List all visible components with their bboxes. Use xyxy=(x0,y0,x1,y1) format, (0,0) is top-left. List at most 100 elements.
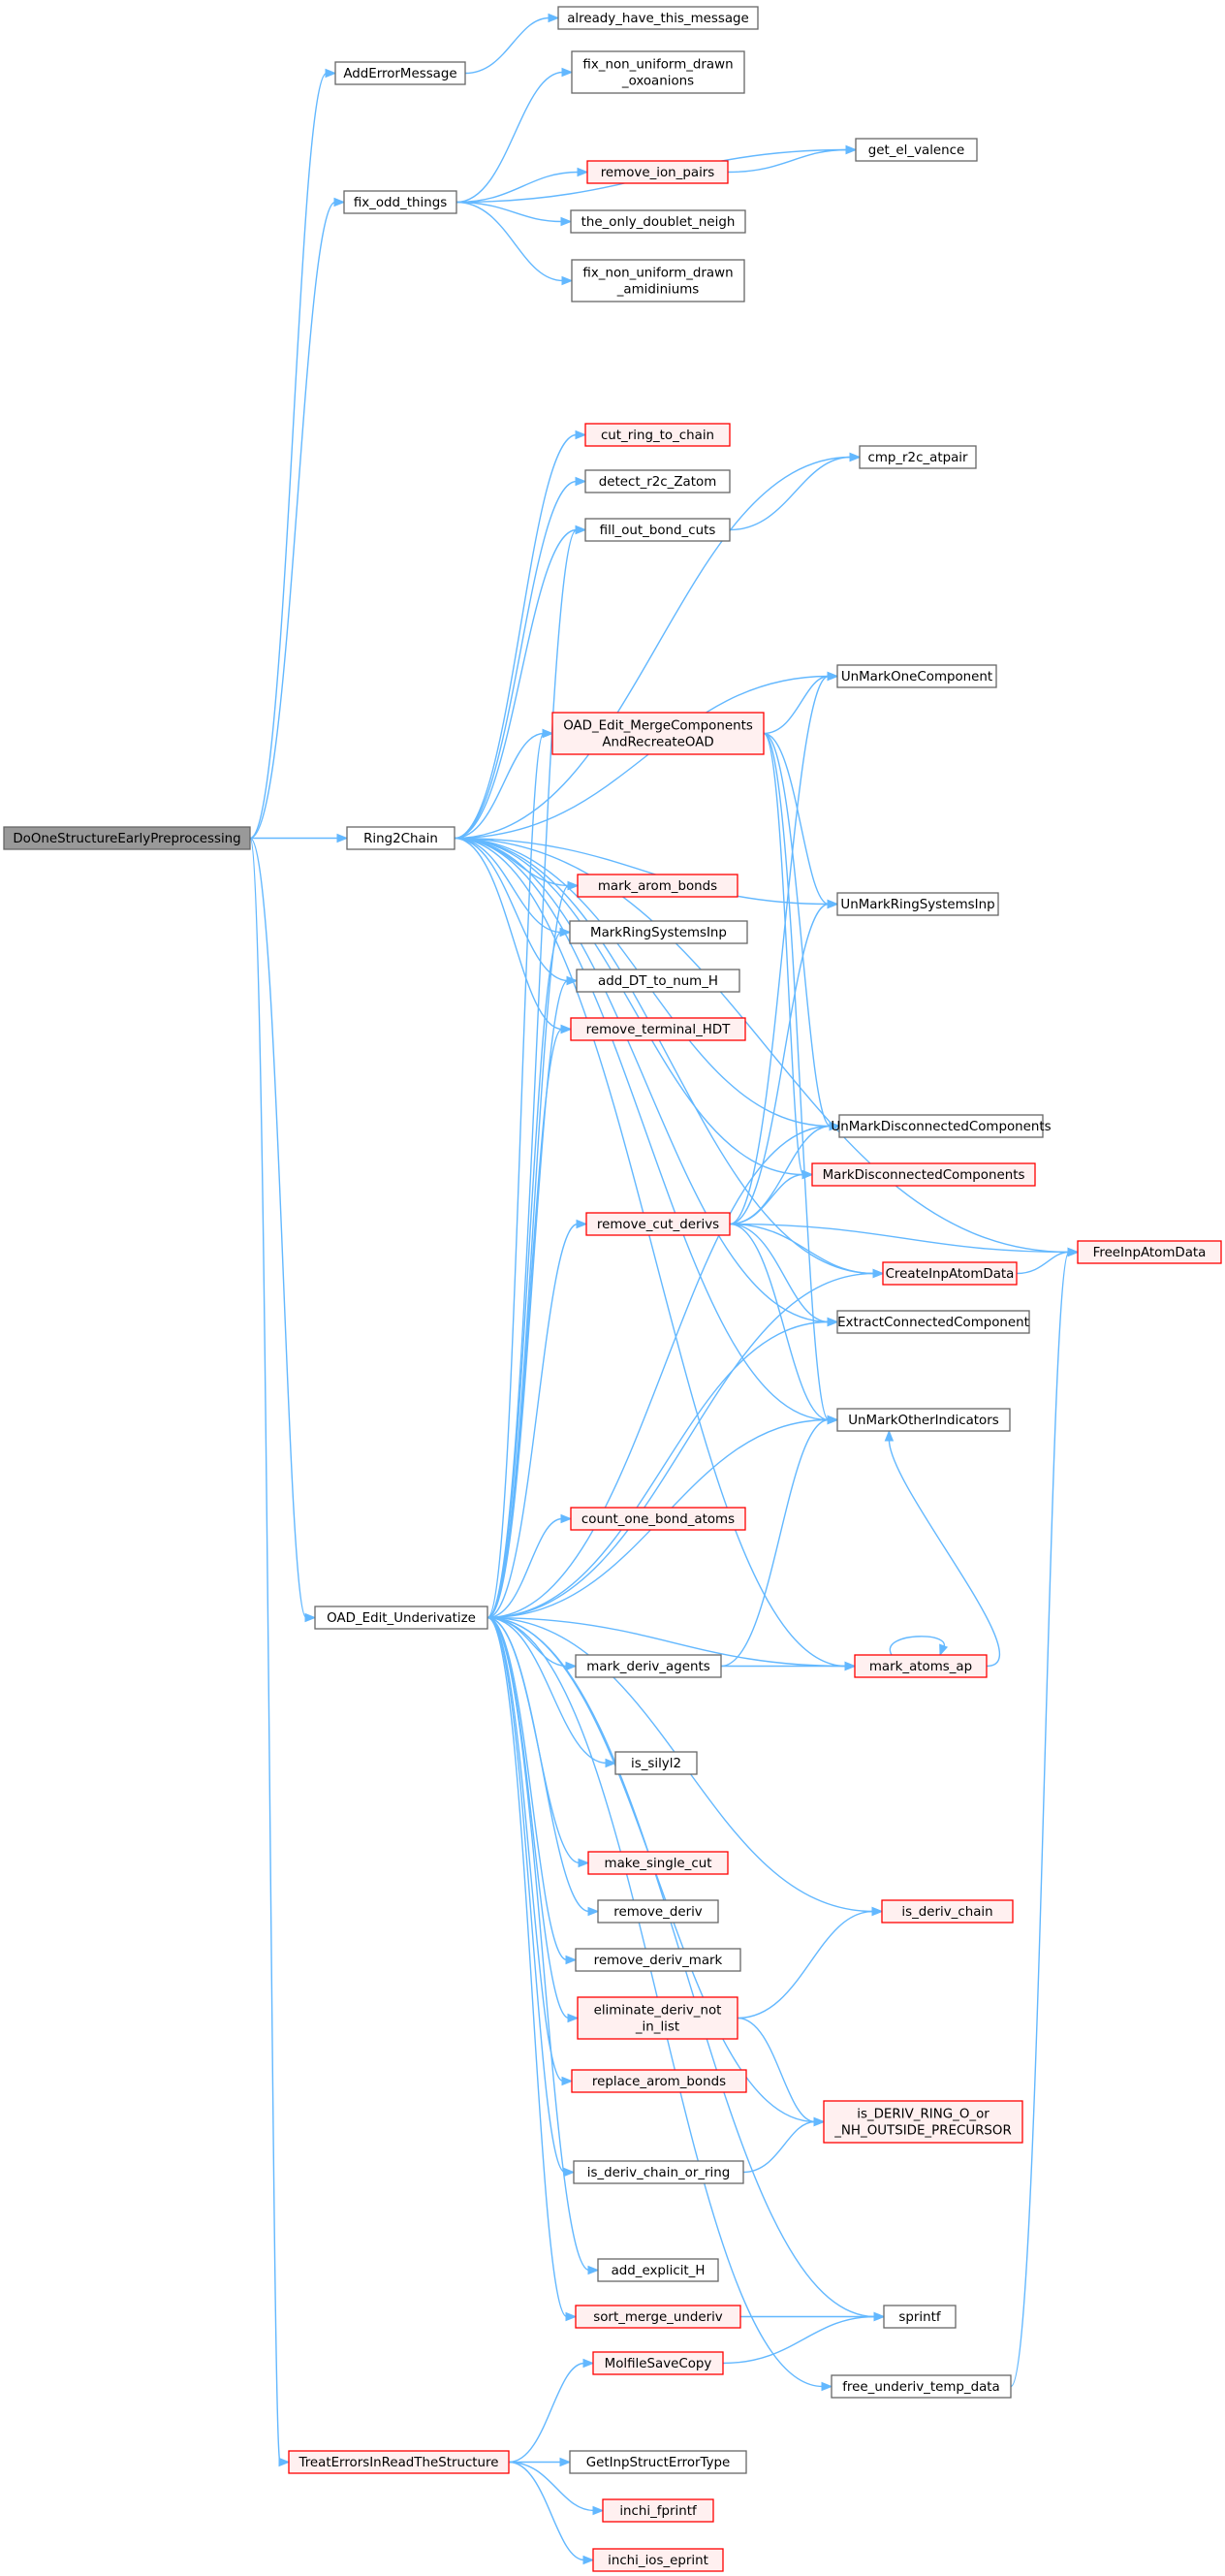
node-mark-deriv-agents[interactable]: mark_deriv_agents xyxy=(575,1654,722,1678)
node-un-mark-one-component[interactable]: UnMarkOneComponent xyxy=(836,664,997,688)
node-un-mark-other-indicators[interactable]: UnMarkOtherIndicators xyxy=(836,1408,1011,1432)
node-free-underiv-temp-data[interactable]: free_underiv_temp_data xyxy=(831,2374,1012,2399)
edge-ring2-chain-to-cmp-r2c-atpair xyxy=(454,452,862,840)
node-mark-ring-systems-inp[interactable]: MarkRingSystemsInp xyxy=(569,920,748,944)
node-box xyxy=(575,1948,741,1972)
node-label: UnMarkDisconnectedComponents xyxy=(831,1120,1051,1134)
node-already-have-this-message[interactable]: already_have_this_message xyxy=(557,6,759,30)
node-label: cut_ring_to_chain xyxy=(601,429,714,443)
node-remove-deriv[interactable]: remove_deriv xyxy=(597,1899,719,1924)
node-add-explicit-h[interactable]: add_explicit_H xyxy=(597,2258,719,2282)
node-create-inp-atom-data[interactable]: CreateInpAtomData xyxy=(882,1261,1018,1286)
node-cmp-r2c-atpair[interactable]: cmp_r2c_atpair xyxy=(859,445,977,469)
node-box xyxy=(586,160,729,184)
edge-treat-errors-in-read-the-structure-to-inchi-ios-eprint xyxy=(508,2461,595,2565)
node-fix-non-uniform-drawn-amidiniums[interactable]: fix_non_uniform_drawn_amidiniums xyxy=(571,259,745,302)
node-cut-ring-to-chain[interactable]: cut_ring_to_chain xyxy=(584,423,731,447)
node-label: AddErrorMessage xyxy=(343,67,456,81)
edge-oad-edit-underivatize-to-remove-deriv xyxy=(487,1616,600,1917)
node-label: fix_non_uniform_drawn xyxy=(582,267,733,281)
edge-treat-errors-in-read-the-structure-to-inchi-fprintf xyxy=(508,2461,605,2516)
node-fix-odd-things[interactable]: fix_odd_things xyxy=(343,190,457,214)
node-make-single-cut[interactable]: make_single_cut xyxy=(587,1851,729,1875)
node-un-mark-disconnected-components[interactable]: UnMarkDisconnectedComponents xyxy=(831,1114,1052,1138)
node-box xyxy=(334,61,466,85)
edge-ring2-chain-to-cut-ring-to-chain xyxy=(454,429,587,840)
node-box xyxy=(597,2258,719,2282)
node-the-only-doublet-neigh[interactable]: the_only_doublet_neigh xyxy=(570,209,746,234)
node-molfile-save-copy[interactable]: MolfileSaveCopy xyxy=(592,2351,724,2375)
node-replace-arom-bonds[interactable]: replace_arom_bonds xyxy=(571,2069,747,2093)
edge-root-to-fix-odd-things xyxy=(249,197,346,840)
edge-fix-odd-things-to-remove-ion-pairs xyxy=(455,167,589,204)
node-box xyxy=(882,1261,1018,1286)
node-mark-disconnected-components[interactable]: MarkDisconnectedComponents xyxy=(811,1162,1036,1187)
edge-oad-edit-underivatize-to-remove-terminal-hdt xyxy=(487,1024,573,1619)
node-label: UnMarkOneComponent xyxy=(841,670,992,684)
node-root[interactable]: DoOneStructureEarlyPreprocessing xyxy=(3,826,251,850)
edge-is-deriv-chain-or-ring-to-is-deriv-ring-o-or-nh-outside-precursor xyxy=(742,2116,826,2174)
edge-remove-cut-derivs-to-mark-disconnected-components xyxy=(729,1169,814,1225)
edge-fix-odd-things-to-fix-non-uniform-drawn-oxoanions xyxy=(455,67,574,204)
node-box xyxy=(570,1507,746,1531)
node-box xyxy=(811,1162,1036,1187)
node-is-deriv-ring-o-or-nh-outside-precursor[interactable]: is_DERIV_RING_O_or_NH_OUTSIDE_PRECURSOR xyxy=(823,2100,1023,2144)
node-remove-terminal-hdt[interactable]: remove_terminal_HDT xyxy=(570,1017,746,1041)
node-is-silyl2[interactable]: is_silyl2 xyxy=(614,1751,698,1775)
node-label: free_underiv_temp_data xyxy=(842,2380,1000,2395)
node-mark-arom-bonds[interactable]: mark_arom_bonds xyxy=(577,874,738,898)
node-box xyxy=(881,1899,1014,1924)
node-box xyxy=(571,259,745,302)
node-get-inp-struct-error-type[interactable]: GetInpStructErrorType xyxy=(569,2450,747,2474)
edge-oad-edit-underivatize-to-count-one-bond-atoms xyxy=(487,1513,573,1619)
edge-mark-atoms-ap-to-mark-atoms-ap xyxy=(889,1636,949,1657)
node-box xyxy=(343,190,457,214)
node-remove-cut-derivs[interactable]: remove_cut_derivs xyxy=(585,1212,731,1236)
node-remove-ion-pairs[interactable]: remove_ion_pairs xyxy=(586,160,729,184)
node-label: fix_odd_things xyxy=(354,196,447,210)
node-sprintf[interactable]: sprintf xyxy=(883,2305,957,2329)
node-label: remove_ion_pairs xyxy=(601,166,715,180)
node-box xyxy=(584,423,731,447)
node-box xyxy=(602,2498,714,2523)
node-label: DoOneStructureEarlyPreprocessing xyxy=(13,832,240,846)
edge-oad-edit-merge-components-and-recreate-oad-to-un-mark-disconnected-components xyxy=(763,732,841,1131)
node-box xyxy=(859,445,977,469)
node-detect-r2c-zatom[interactable]: detect_r2c_Zatom xyxy=(584,469,731,493)
node-ring2-chain[interactable]: Ring2Chain xyxy=(346,826,455,850)
node-count-one-bond-atoms[interactable]: count_one_bond_atoms xyxy=(570,1507,746,1531)
edge-fix-odd-things-to-the-only-doublet-neigh xyxy=(455,201,573,227)
node-extract-connected-component[interactable]: ExtractConnectedComponent xyxy=(836,1310,1030,1334)
node-get-el-valence[interactable]: get_el_valence xyxy=(855,138,978,162)
edge-oad-edit-underivatize-to-sort-merge-underiv xyxy=(487,1616,578,2322)
node-box xyxy=(288,2450,510,2474)
node-mark-atoms-ap[interactable]: mark_atoms_ap xyxy=(854,1654,988,1678)
edge-mark-deriv-agents-to-un-mark-other-indicators xyxy=(720,1415,839,1668)
node-add-dt-to-num-h[interactable]: add_DT_to_num_H xyxy=(576,969,740,993)
node-treat-errors-in-read-the-structure[interactable]: TreatErrorsInReadTheStructure xyxy=(288,2450,510,2474)
edge-mark-deriv-agents-to-mark-atoms-ap xyxy=(720,1661,857,1671)
node-label: OAD_Edit_Underivatize xyxy=(327,1611,476,1626)
node-oad-edit-underivatize[interactable]: OAD_Edit_Underivatize xyxy=(314,1606,488,1630)
node-free-inp-atom-data[interactable]: FreeInpAtomData xyxy=(1077,1240,1222,1264)
node-remove-deriv-mark[interactable]: remove_deriv_mark xyxy=(575,1948,741,1972)
edge-oad-edit-underivatize-to-remove-cut-derivs xyxy=(487,1219,588,1619)
node-eliminate-deriv-not-in-list[interactable]: eliminate_deriv_not_in_list xyxy=(577,1996,738,2040)
node-inchi-fprintf[interactable]: inchi_fprintf xyxy=(602,2498,714,2523)
node-add-error-message[interactable]: AddErrorMessage xyxy=(334,61,466,85)
node-label: is_DERIV_RING_O_or xyxy=(857,2108,989,2122)
node-label: inchi_fprintf xyxy=(619,2504,697,2519)
node-is-deriv-chain-or-ring[interactable]: is_deriv_chain_or_ring xyxy=(573,2160,744,2184)
node-fill-out-bond-cuts[interactable]: fill_out_bond_cuts xyxy=(584,518,731,542)
node-box xyxy=(569,920,748,944)
node-box xyxy=(557,6,759,30)
node-fix-non-uniform-drawn-oxoanions[interactable]: fix_non_uniform_drawn_oxoanions xyxy=(571,50,745,94)
node-un-mark-ring-systems-inp[interactable]: UnMarkRingSystemsInp xyxy=(836,892,999,916)
node-box xyxy=(836,1408,1011,1432)
node-label: make_single_cut xyxy=(605,1857,712,1871)
node-is-deriv-chain[interactable]: is_deriv_chain xyxy=(881,1899,1014,1924)
node-sort-merge-underiv[interactable]: sort_merge_underiv xyxy=(575,2305,741,2329)
edge-remove-cut-derivs-to-un-mark-one-component xyxy=(729,671,839,1225)
node-inchi-ios-eprint[interactable]: inchi_ios_eprint xyxy=(592,2548,724,2572)
